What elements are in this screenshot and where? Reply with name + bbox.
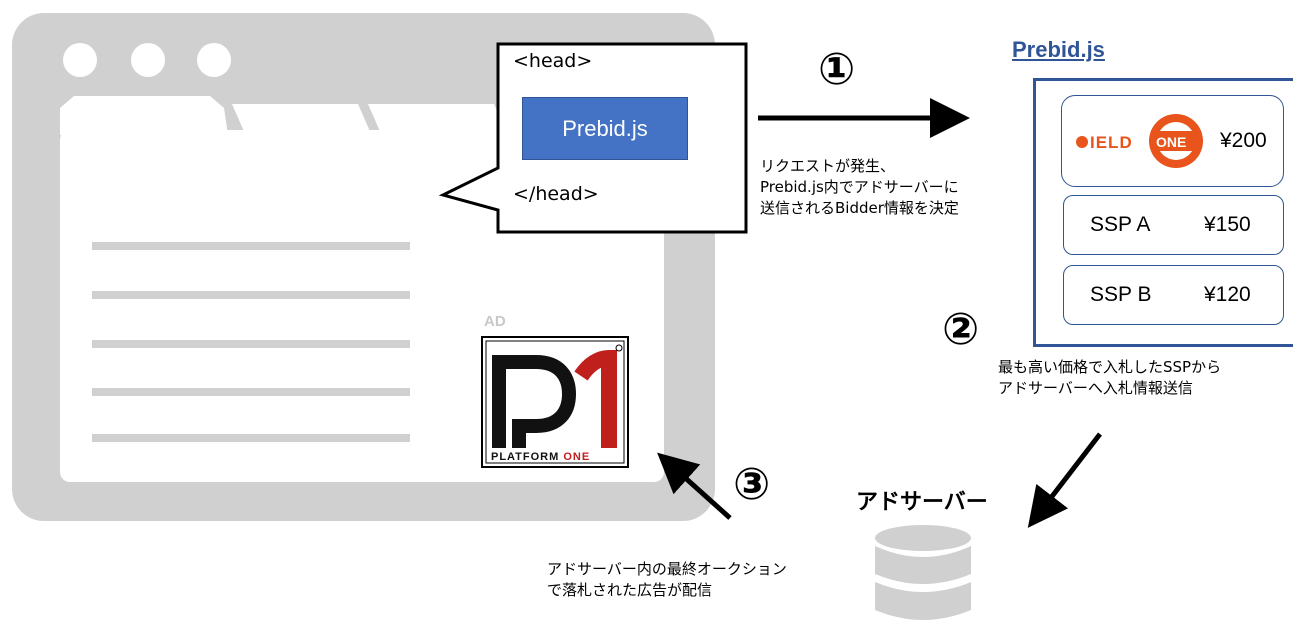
window-dot-3 <box>197 43 231 77</box>
text-line <box>92 340 410 348</box>
tab-2 <box>232 104 372 136</box>
head-close-tag: </head> <box>513 183 599 205</box>
bid-price-ssp-a: ¥150 <box>1204 213 1251 236</box>
step-2-number: ② <box>942 304 980 355</box>
ad-server-title: アドサーバー <box>856 490 988 515</box>
bid-name-ssp-a: SSP A <box>1090 213 1151 236</box>
prebid-script-box: Prebid.js <box>522 97 688 160</box>
bid-price-yieldone: ¥200 <box>1220 129 1267 152</box>
text-line <box>92 388 410 396</box>
prebid-panel-title: Prebid.js <box>1012 37 1105 62</box>
bid-price-ssp-b: ¥120 <box>1204 283 1251 306</box>
window-dot-1 <box>63 43 97 77</box>
bid-yieldone: IELD ONE ¥200 <box>1061 95 1284 187</box>
step-1-note: リクエストが発生、 Prebid.js内でアドサーバーに 送信されるBidder… <box>760 157 959 217</box>
bid-ssp-b: SSP B ¥120 <box>1063 265 1284 325</box>
tab-3 <box>368 104 508 136</box>
ad-label: AD <box>484 313 506 330</box>
arrow-step-3 <box>657 452 732 520</box>
bid-ssp-a: SSP A ¥150 <box>1063 195 1284 255</box>
svg-text:ONE: ONE <box>1156 134 1186 150</box>
active-tab <box>60 96 228 135</box>
platform-one-logo: PLATFORM ONE <box>481 336 629 468</box>
text-line <box>92 242 410 250</box>
bid-name-ssp-b: SSP B <box>1090 283 1152 306</box>
prebid-script-label: Prebid.js <box>562 115 648 141</box>
platform-one-text: PLATFORM ONE <box>491 451 590 463</box>
text-line <box>92 291 410 299</box>
head-open-tag: <head> <box>513 50 593 72</box>
step-3-note: アドサーバー内の最終オークション で落札された広告が配信 <box>547 560 787 599</box>
text-line <box>92 434 410 442</box>
step-1-number: ① <box>818 44 856 95</box>
window-dot-2 <box>131 43 165 77</box>
step-3-number: ③ <box>733 459 771 510</box>
svg-text:IELD: IELD <box>1090 133 1133 152</box>
arrow-step-2 <box>1027 432 1102 528</box>
yieldone-logo: IELD ONE <box>1076 114 1203 168</box>
database-icon <box>875 525 971 620</box>
step-2-note: 最も高い価格で入札したSSPから アドサーバーへ入札情報送信 <box>998 358 1222 397</box>
